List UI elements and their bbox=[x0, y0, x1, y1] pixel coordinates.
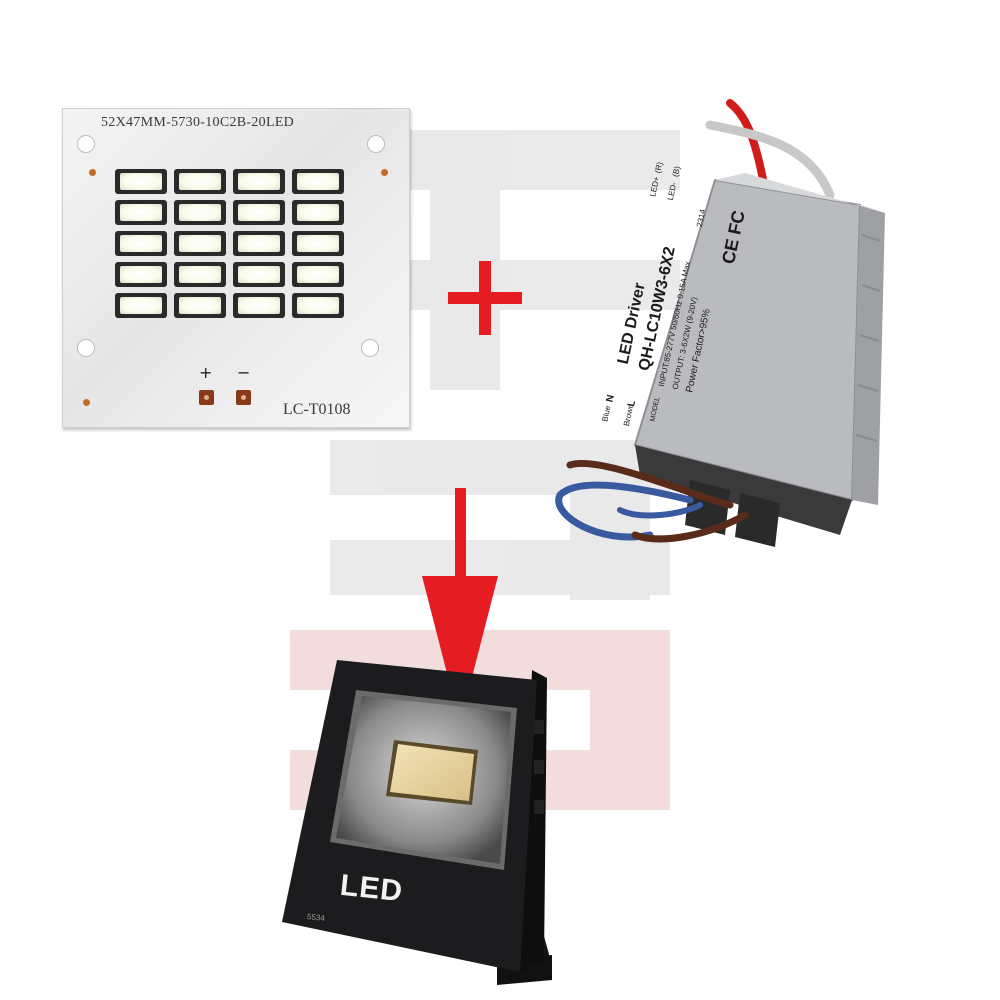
smd-led bbox=[292, 200, 344, 225]
smd-led bbox=[174, 169, 226, 194]
floodlight-model: 5534 bbox=[306, 912, 326, 923]
solder-dot bbox=[89, 169, 96, 176]
smd-led bbox=[174, 200, 226, 225]
down-arrow-icon bbox=[422, 488, 498, 724]
floodlight-brand: LED bbox=[338, 868, 405, 909]
smd-led bbox=[174, 231, 226, 256]
solder-dot bbox=[381, 169, 388, 176]
smd-led bbox=[115, 293, 167, 318]
pcb-title: 52X47MM-5730-10C2B-20LED bbox=[101, 115, 295, 130]
smd-led bbox=[174, 293, 226, 318]
minus-marking: − bbox=[237, 363, 251, 382]
smd-led bbox=[115, 200, 167, 225]
pcb-code: LC-T0108 bbox=[283, 401, 351, 418]
driver-led-neg: LED- bbox=[665, 181, 679, 202]
plus-icon bbox=[448, 261, 522, 335]
smd-led bbox=[115, 231, 167, 256]
negative-pad bbox=[236, 390, 251, 405]
led-array bbox=[115, 169, 344, 321]
plus-marking: + bbox=[199, 363, 213, 382]
smd-led bbox=[233, 169, 285, 194]
smd-led bbox=[292, 293, 344, 318]
smd-led bbox=[233, 200, 285, 225]
led-floodlight bbox=[282, 660, 552, 985]
smd-led bbox=[233, 262, 285, 287]
driver-code: 2314 bbox=[694, 208, 708, 228]
positive-pad bbox=[199, 390, 214, 405]
solder-dot bbox=[83, 399, 90, 406]
mount-hole bbox=[367, 135, 385, 153]
smd-led bbox=[174, 262, 226, 287]
driver-led-pos: LED+ bbox=[648, 175, 662, 198]
mount-hole bbox=[77, 339, 95, 357]
smd-led bbox=[292, 262, 344, 287]
smd-led bbox=[233, 231, 285, 256]
smd-led bbox=[115, 262, 167, 287]
smd-led bbox=[292, 169, 344, 194]
smd-led bbox=[233, 293, 285, 318]
smd-led bbox=[292, 231, 344, 256]
mount-hole bbox=[77, 135, 95, 153]
led-driver bbox=[555, 99, 885, 547]
smd-led bbox=[115, 169, 167, 194]
driver-cert: CE FC bbox=[718, 208, 749, 266]
led-pcb-board: 52X47MM-5730-10C2B-20LED + − LC-T0108 bbox=[62, 108, 410, 428]
mount-hole bbox=[361, 339, 379, 357]
